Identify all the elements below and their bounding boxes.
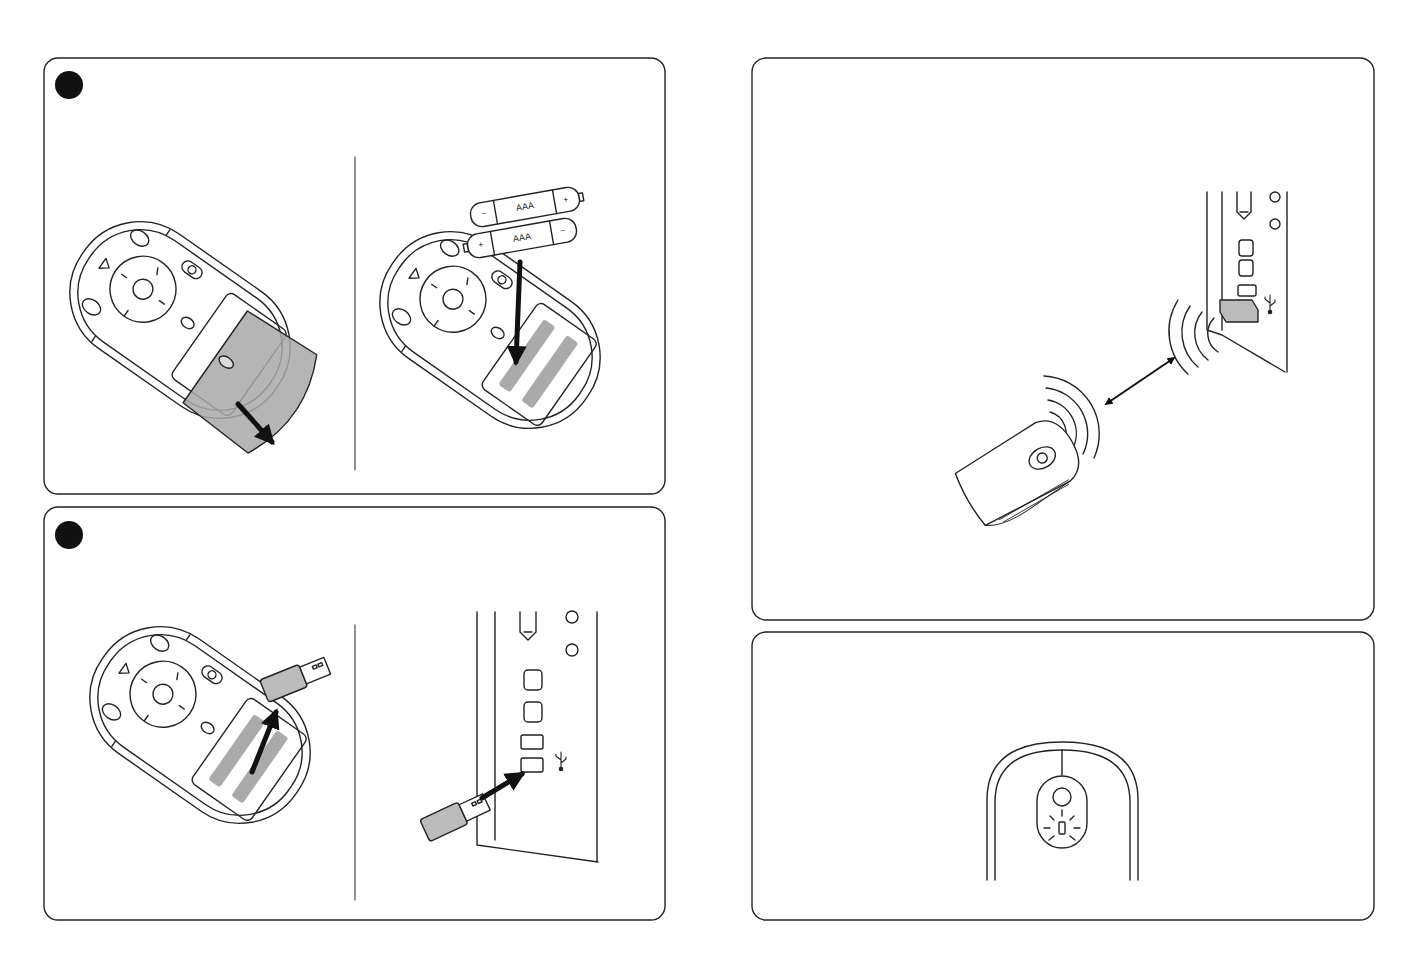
signal-waves xyxy=(1044,300,1218,458)
panel xyxy=(752,58,1374,620)
receiver xyxy=(260,655,332,703)
panel xyxy=(752,632,1374,920)
battery-label: − xyxy=(480,209,487,219)
mouse-top xyxy=(987,742,1138,880)
battery-label: + xyxy=(477,240,484,250)
step-dot xyxy=(55,521,83,549)
mouse-bottom xyxy=(353,205,627,455)
computer-side xyxy=(477,611,598,862)
mouse-bottom xyxy=(63,600,337,850)
computer-side xyxy=(1207,192,1287,372)
battery xyxy=(462,217,578,260)
step-dot xyxy=(55,71,83,99)
mouse-bottom xyxy=(43,195,340,462)
mouse-top xyxy=(951,412,1091,534)
